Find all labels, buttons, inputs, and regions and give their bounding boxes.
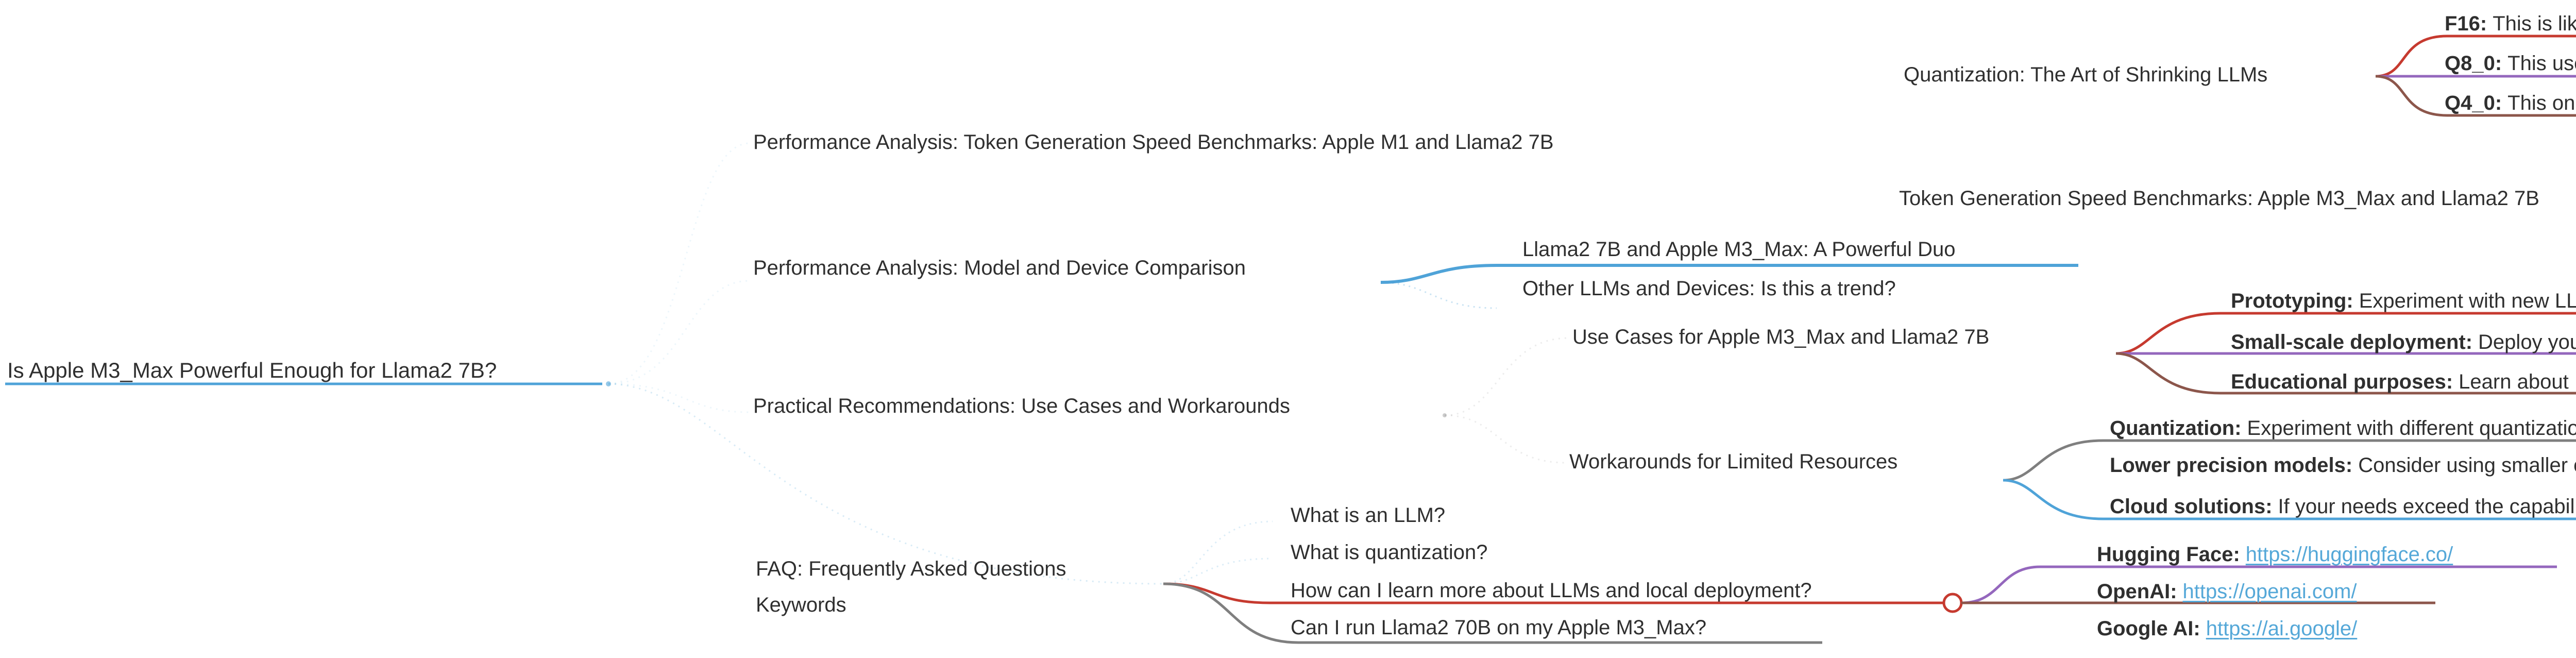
node-small-scale[interactable]: Small-scale deployment:Deploy your LLM-p… [2231, 331, 2576, 353]
cloud-text: If your needs exceed the capabilities of… [2278, 495, 2576, 518]
node-cloud-solutions[interactable]: Cloud solutions:If your needs exceed the… [2110, 495, 2576, 518]
link-root-perf-model [608, 280, 750, 385]
cloud-term: Cloud solutions: [2110, 495, 2273, 518]
link-q-quant [1163, 558, 1273, 585]
node-google-ai[interactable]: Google AI: https://ai.google/ [2097, 617, 2357, 640]
lower-precision-text: Consider using smaller or less computati… [2358, 454, 2576, 477]
node-token-benchmarks-m3[interactable]: Token Generation Speed Benchmarks: Apple… [1899, 187, 2539, 210]
google-ai-link[interactable]: https://ai.google/ [2206, 617, 2358, 640]
educational-term: Educational purposes: [2231, 370, 2453, 393]
node-q8-0[interactable]: Q8_0:This uses even fewer bits, leading … [2445, 52, 2576, 75]
branch-model-device-comparison[interactable]: Performance Analysis: Model and Device C… [753, 257, 1246, 279]
prototyping-text: Experiment with new LLM applications, li… [2359, 290, 2576, 312]
node-what-is-llm[interactable]: What is an LLM? [1291, 504, 1446, 527]
q4-text: This one really pushes the limits of com… [2507, 92, 2576, 114]
hugging-face-term: Hugging Face: [2097, 543, 2240, 566]
q8-text: This uses even fewer bits, leading to an… [2507, 52, 2576, 75]
node-how-learn-more[interactable]: How can I learn more about LLMs and loca… [1291, 579, 1812, 602]
node-can-run-70b[interactable]: Can I run Llama2 70B on my Apple M3_Max? [1291, 616, 1707, 639]
q4-term: Q4_0: [2445, 92, 2502, 114]
small-scale-term: Small-scale deployment: [2231, 331, 2473, 353]
link-use-cases [1444, 337, 1569, 416]
q8-term: Q8_0: [2445, 52, 2502, 75]
openai-term: OpenAI: [2097, 580, 2177, 603]
node-hugging-face[interactable]: Hugging Face:https://huggingface.co/ [2097, 543, 2453, 566]
lower-precision-term: Lower precision models: [2110, 454, 2353, 477]
node-openai[interactable]: OpenAI:https://openai.com/ [2097, 580, 2357, 603]
link-q-llm [1163, 520, 1273, 585]
link-root-perf-m1 [608, 142, 750, 385]
practical-node-dot[interactable] [1443, 413, 1447, 417]
node-other-llms[interactable]: Other LLMs and Devices: Is this a trend? [1522, 277, 1896, 300]
branch-practical-recommendations[interactable]: Practical Recommendations: Use Cases and… [753, 395, 1290, 417]
branch-keywords[interactable]: Keywords [756, 594, 846, 616]
educational-text: Learn about LLMs and experiment with the… [2459, 370, 2576, 393]
branch-performance-m1[interactable]: Performance Analysis: Token Generation S… [753, 131, 1554, 154]
f16-term: F16: [2445, 12, 2487, 35]
node-quantization-art[interactable]: Quantization: The Art of Shrinking LLMs [1904, 63, 2268, 86]
link-other-llms [1380, 281, 1497, 309]
f16-text: This is like using half the number of bi… [2493, 12, 2576, 35]
node-powerful-duo[interactable]: Llama2 7B and Apple M3_Max: A Powerful D… [1522, 238, 1956, 261]
q-learn-expand-circle[interactable] [1942, 593, 1963, 613]
hugging-face-link[interactable]: https://huggingface.co/ [2245, 543, 2453, 566]
node-q4-0[interactable]: Q4_0:This one really pushes the limits o… [2445, 92, 2576, 114]
root-node-dot[interactable] [606, 381, 611, 386]
google-ai-term: Google AI: [2097, 617, 2200, 640]
node-prototyping[interactable]: Prototyping: Experiment with new LLM appl… [2231, 290, 2576, 312]
link-workarounds [1444, 414, 1567, 464]
node-quantization-workaround[interactable]: Quantization:Experiment with different q… [2110, 417, 2576, 440]
node-lower-precision[interactable]: Lower precision models:Consider using sm… [2110, 454, 2576, 477]
node-f16[interactable]: F16: This is like using half the number o… [2445, 12, 2576, 35]
link-root-practical [608, 383, 750, 413]
node-educational[interactable]: Educational purposes: Learn about LLMs an… [2231, 370, 2576, 393]
branch-faq[interactable]: FAQ: Frequently Asked Questions [756, 558, 1066, 580]
quant-workaround-text: Experiment with different quantization l… [2247, 417, 2576, 440]
node-what-is-quantization[interactable]: What is quantization? [1291, 541, 1488, 564]
quant-workaround-term: Quantization: [2110, 417, 2242, 440]
prototyping-term: Prototyping: [2231, 290, 2353, 312]
small-scale-text: Deploy your LLM-powered applications on … [2478, 331, 2576, 353]
node-workarounds[interactable]: Workarounds for Limited Resources [1569, 450, 1898, 473]
root-node[interactable]: Is Apple M3_Max Powerful Enough for Llam… [7, 358, 497, 382]
openai-link[interactable]: https://openai.com/ [2182, 580, 2357, 603]
node-use-cases[interactable]: Use Cases for Apple M3_Max and Llama2 7B [1572, 326, 1990, 348]
